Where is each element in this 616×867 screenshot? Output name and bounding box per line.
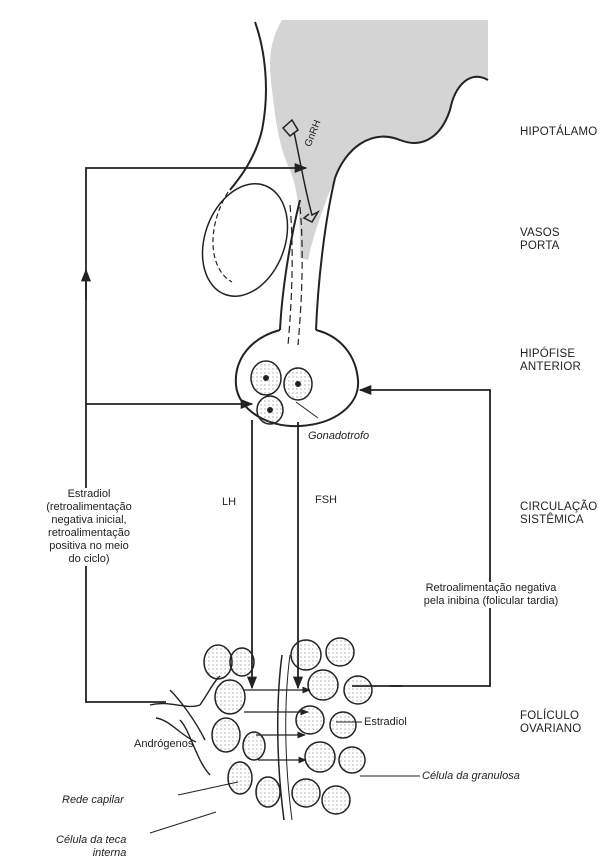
portal-vessel-loop [188,172,303,308]
hypothalamus-outline [230,22,266,190]
granulosa-cells [291,638,372,814]
fsh-label: FSH [315,494,337,507]
gonadotroph-cells [251,361,312,424]
capillary-network [150,676,220,775]
gonadotroph-label: Gonadotrofo [308,430,369,443]
theca-interna-label: Célula da teca interna [56,834,126,860]
estradiol-feedback-line [86,168,306,702]
lh-label: LH [222,496,236,509]
granulosa-cell-label: Célula da granulosa [422,770,520,783]
theca-cells [204,645,280,807]
capillary-network-label: Rede capilar [62,794,124,807]
level-hypothalamus: HIPOTÁLAMO [520,126,597,139]
inhibin-feedback-label: Retroalimentação negativa pela inibina (… [396,582,586,608]
androgens-label: Andrógenos [134,738,193,751]
estradiol-feedback-label: Estradiol (retroalimentação negativa ini… [24,488,154,566]
inhibin-feedback-line [360,390,490,686]
estradiol-label: Estradiol [364,716,407,729]
